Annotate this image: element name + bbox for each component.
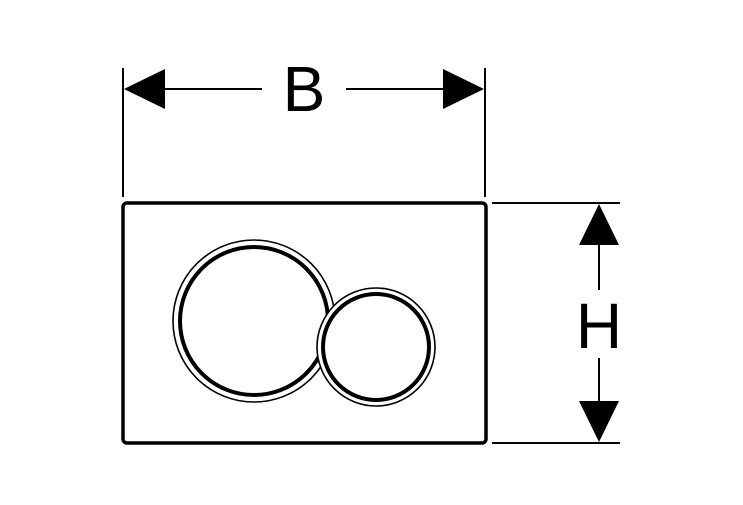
height-arrowhead-top	[579, 204, 619, 245]
height-dimension: H	[492, 202, 622, 444]
flush-plate	[121, 201, 488, 445]
large-flush-button	[178, 245, 330, 397]
plate-outline	[121, 201, 488, 445]
width-arrowhead-left	[124, 69, 165, 109]
height-arrowhead-bottom	[579, 401, 619, 442]
small-flush-button	[321, 292, 431, 402]
height-label: H	[576, 290, 622, 362]
width-arrowhead-right	[443, 69, 484, 109]
width-dimension: B	[122, 53, 486, 197]
width-label: B	[283, 53, 326, 125]
